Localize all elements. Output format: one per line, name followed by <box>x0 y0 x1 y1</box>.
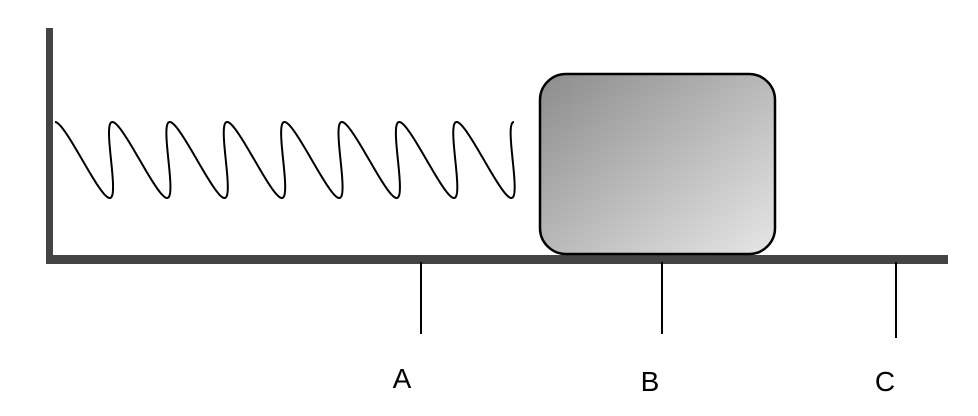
floor <box>46 255 948 264</box>
label-b: B <box>641 366 660 397</box>
block <box>538 72 777 256</box>
label-a: A <box>393 363 412 394</box>
label-c: C <box>875 366 895 397</box>
wall <box>46 28 53 264</box>
spring <box>54 120 516 200</box>
